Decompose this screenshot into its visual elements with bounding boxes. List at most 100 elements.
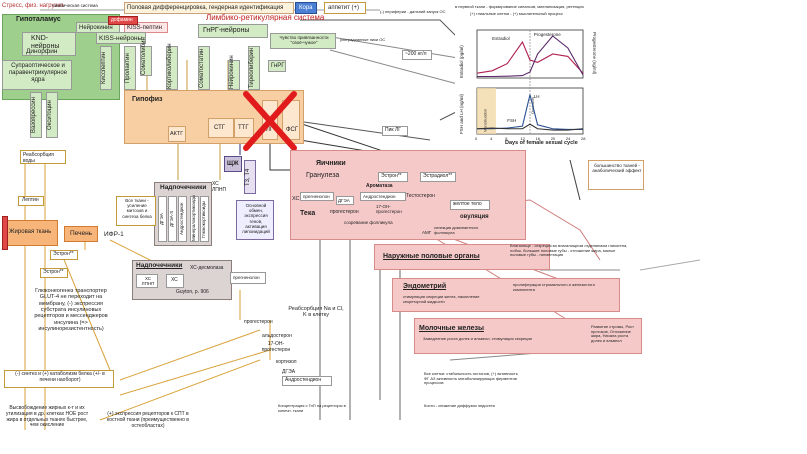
kiss-peptin-box: KISS-пептин [124,22,168,33]
lh-series-label: LH [534,94,540,99]
xtick-label: 28 [581,136,586,141]
fat-label: Жировая ткань [9,229,52,235]
ovary-estron-label: Эстрон** [381,173,402,179]
cortex-box: Кора [295,2,317,14]
vlabel-neurokinin: Нейрокинин [228,55,240,90]
neurokinin-label: Нейрокинин [79,25,113,31]
grh-neurons-label: ГнРГ-нейроны [203,27,250,34]
xtick-label: 8 [505,136,508,141]
bottom-ylabel: FSH and LH (ng/ml) [459,93,464,134]
dopamine-box: дофамин [108,16,138,25]
adrenal2-xs2-label: ХС [171,277,178,283]
cortex-label: Кора [299,5,313,11]
yellow-box: желтое тело [450,200,490,210]
catabolism-label: (-) синтез и (+) катаболизм белка (+/- в… [15,371,105,383]
gender-box: Половая дифференцировка, гендерная идент… [124,2,294,14]
note-2: в нервной ткани - формирование синапсов,… [455,4,584,9]
adrenal2-xs-label: ХС ЛПНП [141,276,155,287]
all-tissues-box: Все ткани - усиление митозов и синтеза б… [116,196,156,226]
top-ylabel-right: Progesterone (ng/ml) [592,32,597,75]
reabsorb-label: Реабсорбция воды [23,152,54,164]
adrenal1-item-3: Минералокортикоиды [190,195,199,242]
xtick-label: 24 [566,136,571,141]
hypothalamus-title: Гипоталамус [16,16,61,23]
progesteron-label: прогестерон [330,209,359,215]
leptin-box: Лептин [18,196,44,206]
kiss-peptin-label: KISS-пептин [127,25,162,31]
bones-text: Кости - снижение диффузии эндостея [424,403,495,408]
gender-label: Половая дифференцировка, гендерная идент… [127,5,284,11]
oh-text: 17-OH-прогестерон [261,341,291,353]
igf-label: ИФР-1 [104,231,124,238]
dgea-box: ДГЭА [336,196,354,205]
pulse-box: ~200 нг/л [402,50,432,60]
maturation-label: созревание фолликула [344,220,393,225]
grh-label: ГнРГ [271,63,285,69]
peak-lg-box: Пик ЛГ [382,126,408,136]
kiss-neurons-label: KISS-нейроны [99,35,143,42]
vlabel-thyroliberin: Тиреолиберин [248,46,260,90]
aldost-text: альдостерон [262,333,292,339]
liver-label: Печень [70,230,93,237]
mammary-block: Молочные железы Замедление роста долек и… [414,318,642,354]
kiss-neurons-box: KISS-нейроны [96,32,146,44]
ultradian-label: ультрадианные пики ОС [340,37,386,42]
oh17-label: 17-OH-прогестерон [376,204,402,215]
fsh-series-label: FSH [507,118,516,123]
lg-label: ЛГ [266,127,274,133]
peak-lg-label: Пик ЛГ [385,127,401,133]
adrenal1-item-4: Глюкокортикоиды [200,196,209,242]
dgea-label: ДГЭА [338,198,350,203]
stg-box: СТГ [208,118,234,138]
ovary-estron-box: Эстрон** [378,172,408,182]
progest-text: прогестерон [244,319,273,325]
t3t4-pill: Т3, Т4 [244,160,256,194]
endometrium-desc2: стимуляция секреции желез, накопление се… [403,294,480,304]
adrenal1-item-2: Андростендион [178,196,187,242]
adrenal2-pregn-box: прегненолон [230,272,266,284]
ovulation-label: овуляция [460,214,489,220]
top-ylabel-left: Estradiol (pg/ml) [459,45,464,78]
dynorphin-label: Динорфин [26,48,58,55]
conc-text: Концентрация с ГнП на рецепторы в конечн… [278,403,346,413]
testosteron-label: Тестостерон [406,193,435,199]
pregnenolon-label: прегненолон [303,194,330,199]
mammary-title: Молочные железы [419,325,484,332]
t3t4-label: Т3, Т4 [245,168,251,186]
fsg-label: ФСГ [286,127,299,133]
vlabel-somatoliberin: Соматолибин [140,37,152,76]
fat-red-side [2,216,8,250]
grh-neurons-box: ГнРГ-нейроны [198,24,268,38]
adrenal1-item-1: ДГЭА-S [168,196,177,242]
external-organs-block: Наружные половые органы [374,244,550,270]
thyroid-label: ЩЖ [227,161,239,167]
external-desc: Влагалище - секреция во влагалищном отде… [510,243,628,258]
teca-title: Тека [300,210,316,217]
ovary-xs: ХС [292,196,300,202]
androst-bottom-label: Андростендион [285,377,322,383]
fat-box: Жировая ткань [4,220,58,246]
vlabel-vasopressin: Вазопрессин [30,92,42,138]
all-tissues-label: Все ткани - усиление митозов и синтеза б… [122,198,152,219]
cortisol-text: кортизол [276,359,297,365]
stg-label: СТГ [214,125,226,131]
all-cells-text: Все клетки: стабильность гистонов, (+) а… [424,371,518,386]
ttg-label: ТТГ [238,125,249,131]
mammary-desc: Замедление роста долек и альвеол, стимул… [423,336,532,341]
sensitivity-box: Чувство привязанности "своё-чужое" [270,33,336,49]
adrenal2-title: Надпочечники [136,262,183,269]
thyroid-box: ЩЖ [224,156,242,172]
endometrium-block: Эндометрий стимуляция секреции желез, на… [392,278,620,312]
leptin-label: Лептин [22,197,39,203]
vlabel-prolactin: Пролактин [124,46,136,90]
endometrium-title: Эндометрий [403,283,447,290]
adrenal2-desmolase: ХС-десмолаза [190,265,224,271]
guyton-label: Guyton, p. 906 [176,289,209,295]
selection-label: селекция доминантного фолликула [434,225,479,235]
progesterone-series-label: Progesterone [534,32,562,37]
knd-label: KND-нейроны [31,35,60,51]
yellow-label: желтое тело [453,201,482,207]
vlabel-somatostatin: Соматостатин [198,46,210,90]
grh-box: ГнРГ [268,60,286,72]
estron-box: Эстрон** [40,268,68,278]
